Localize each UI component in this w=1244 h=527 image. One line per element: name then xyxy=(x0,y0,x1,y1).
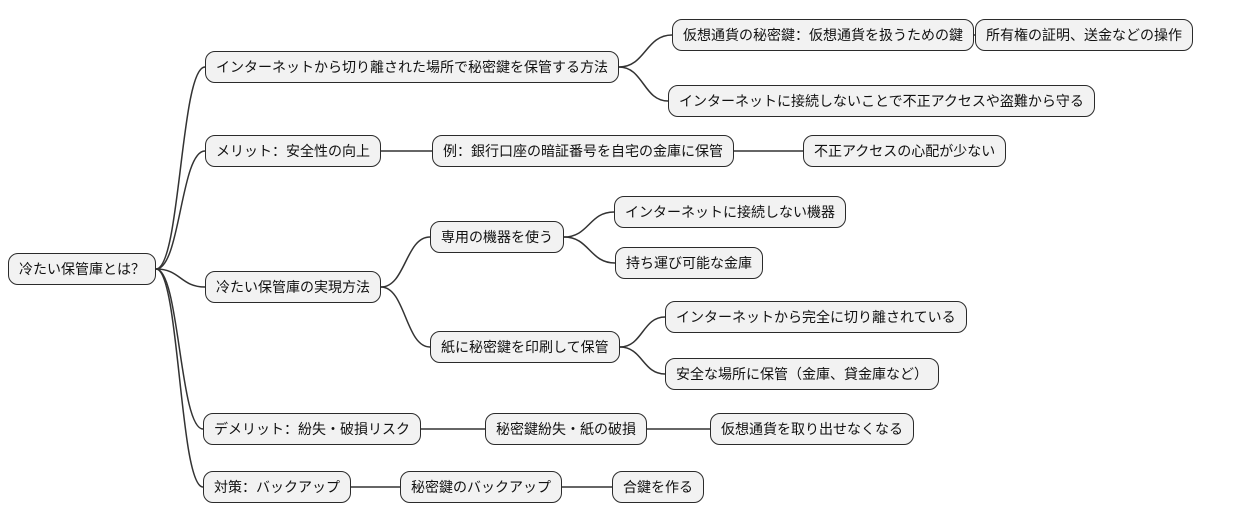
mindmap-link xyxy=(155,150,206,270)
node-crypto-private-key[interactable]: 仮想通貨の秘密鍵：仮想通貨を扱うための鍵 xyxy=(672,19,974,51)
mindmap-link xyxy=(619,316,666,348)
node-offline-device[interactable]: インターネットに接続しない機器 xyxy=(614,196,846,228)
node-offline-storage-method[interactable]: インターネットから切り離された場所で秘密鍵を保管する方法 xyxy=(205,51,619,83)
node-use-dedicated-device[interactable]: 専用の機器を使う xyxy=(430,221,564,253)
node-less-hacking-worry[interactable]: 不正アクセスの心配が少ない xyxy=(803,135,1007,167)
node-private-key-backup[interactable]: 秘密鍵のバックアップ xyxy=(400,471,562,503)
node-cannot-retrieve-crypto[interactable]: 仮想通貨を取り出せなくなる xyxy=(710,413,914,445)
mindmap-link xyxy=(619,346,666,375)
node-bank-pin-home-safe-example[interactable]: 例：銀行口座の暗証番号を自宅の金庫に保管 xyxy=(432,135,734,167)
mindmap-link xyxy=(563,211,615,238)
mindmap-link xyxy=(155,268,204,488)
mindmap-link xyxy=(380,286,431,348)
mindmap-link xyxy=(618,34,673,68)
node-ownership-proof-transfer[interactable]: 所有権の証明、送金などの操作 xyxy=(975,19,1193,51)
node-store-in-safe-place[interactable]: 安全な場所に保管（金庫、貸金庫など） xyxy=(665,358,939,390)
node-implementation-methods[interactable]: 冷たい保管庫の実現方法 xyxy=(205,271,381,303)
node-demerit-loss-damage-risk[interactable]: デメリット：紛失・破損リスク xyxy=(203,413,421,445)
mindmap-link xyxy=(380,236,431,288)
mindmap-link xyxy=(618,66,669,102)
mindmap-link xyxy=(155,268,204,430)
node-portable-safe[interactable]: 持ち運び可能な金庫 xyxy=(615,247,763,279)
node-protect-from-hacking-theft[interactable]: インターネットに接続しないことで不正アクセスや盗難から守る xyxy=(668,85,1095,117)
node-key-loss-paper-damage[interactable]: 秘密鍵紛失・紙の破損 xyxy=(485,413,647,445)
node-merit-improved-safety[interactable]: メリット：安全性の向上 xyxy=(205,135,381,167)
mindmap-link xyxy=(563,236,616,264)
node-root-what-is-cold-storage[interactable]: 冷たい保管庫とは？ xyxy=(8,253,156,285)
node-fully-disconnected[interactable]: インターネットから完全に切り離されている xyxy=(665,301,967,333)
node-countermeasure-backup[interactable]: 対策：バックアップ xyxy=(203,471,351,503)
node-paper-key-storage[interactable]: 紙に秘密鍵を印刷して保管 xyxy=(430,331,620,363)
mindmap-link xyxy=(155,66,206,270)
node-make-spare-key[interactable]: 合鍵を作る xyxy=(612,471,704,503)
mindmap-link xyxy=(155,268,206,288)
